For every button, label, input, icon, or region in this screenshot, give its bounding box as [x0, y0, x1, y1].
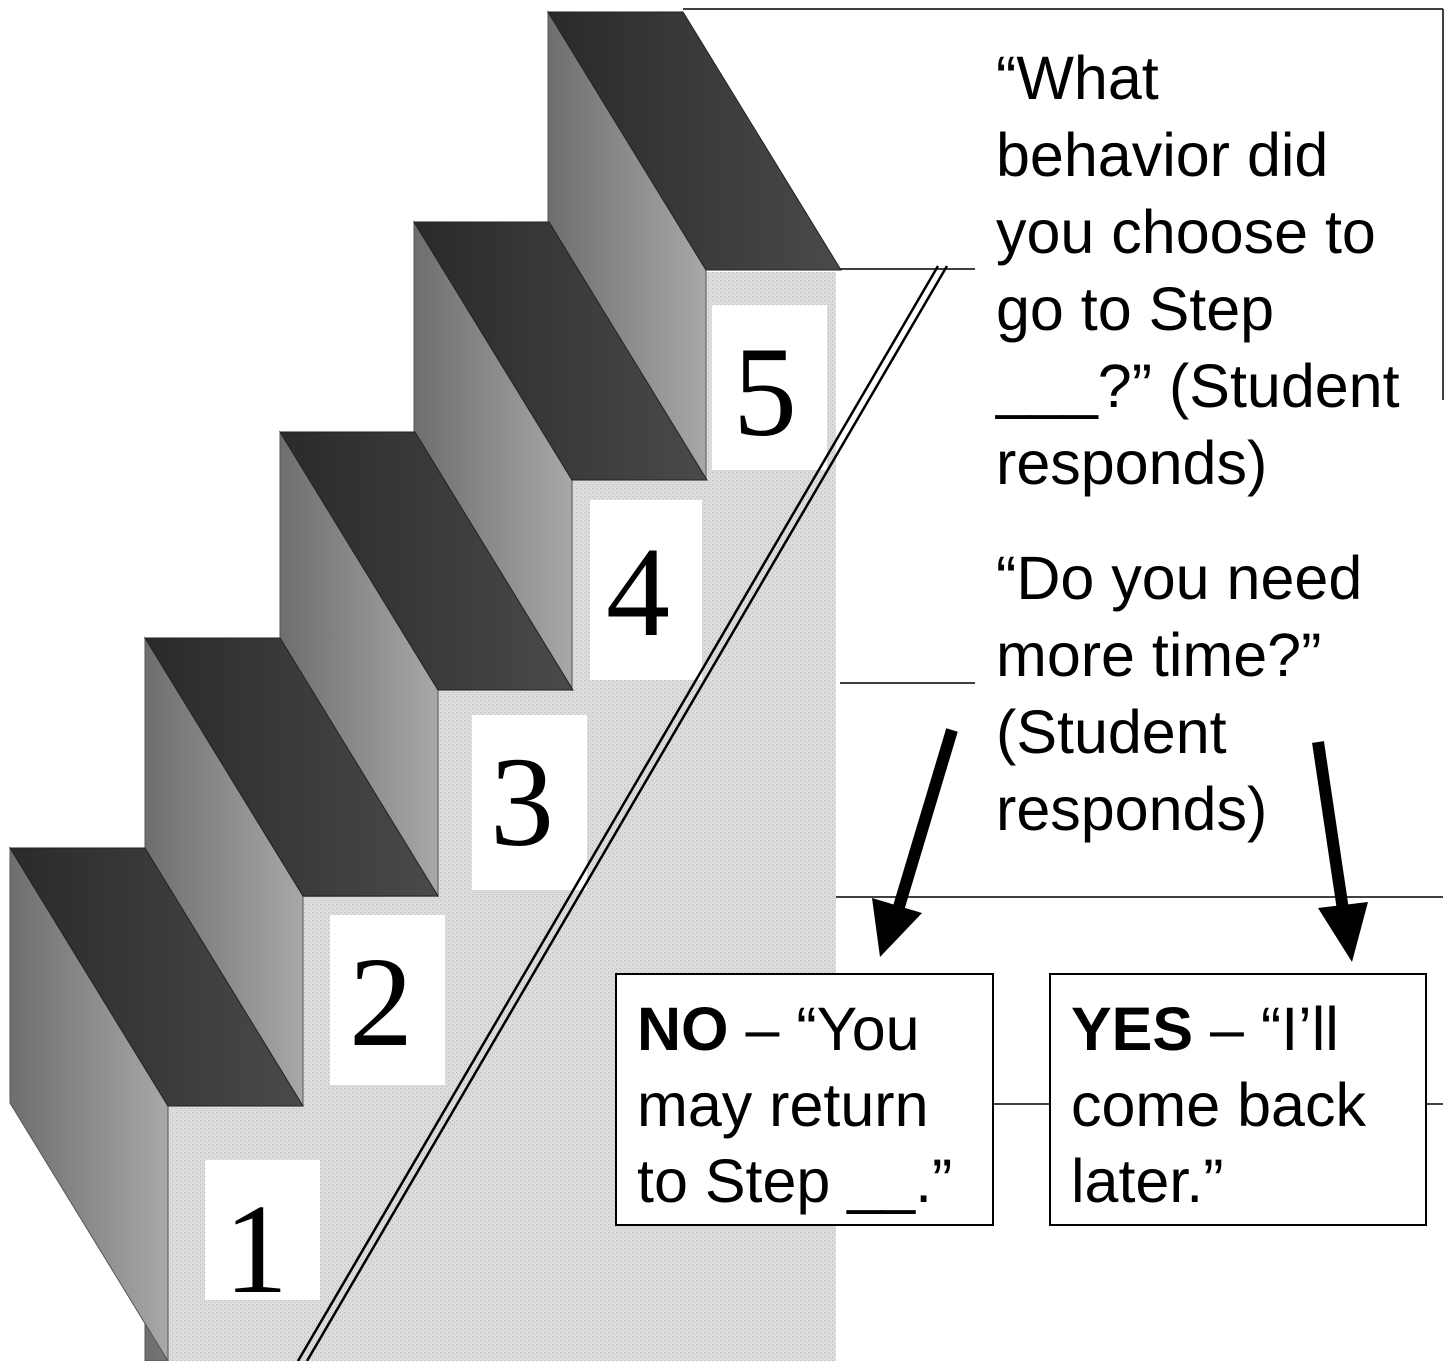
yes-line: come back [1071, 1067, 1405, 1143]
arrow-no [872, 730, 952, 957]
step-number: 3 [490, 731, 554, 873]
q1-line: “What [996, 40, 1400, 117]
q2-line: “Do you need [996, 540, 1362, 617]
question-more-time: “Do you need more time?” (Student respon… [996, 540, 1362, 848]
yes-line: later.” [1071, 1143, 1405, 1219]
step-number: 2 [349, 931, 413, 1073]
question-what-behavior: “What behavior did you choose to go to S… [996, 40, 1400, 502]
no-line: to Step __.” [637, 1143, 972, 1219]
yes-quote-start: – “I’ll [1193, 995, 1339, 1063]
q1-line: responds) [996, 425, 1400, 502]
q1-line: ___?” (Student [996, 348, 1400, 425]
arrow-no-head [872, 898, 922, 957]
q1-line: you choose to [996, 194, 1400, 271]
q2-line: (Student [996, 694, 1362, 771]
no-line: may return [637, 1067, 972, 1143]
step-number: 1 [224, 1178, 288, 1320]
q2-line: responds) [996, 771, 1362, 848]
no-quote-start: – “You [729, 995, 920, 1063]
no-answer-box: NO – “You may return to Step __.” [615, 973, 994, 1226]
q2-line: more time?” [996, 617, 1362, 694]
yes-keyword: YES [1071, 995, 1193, 1063]
arrow-yes-head [1318, 902, 1368, 962]
yes-answer-box: YES – “I’ll come back later.” [1049, 973, 1427, 1226]
no-keyword: NO [637, 995, 729, 1063]
step-number: 4 [606, 521, 670, 663]
step-number: 5 [733, 321, 797, 463]
q1-line: go to Step [996, 271, 1400, 348]
q1-line: behavior did [996, 117, 1400, 194]
